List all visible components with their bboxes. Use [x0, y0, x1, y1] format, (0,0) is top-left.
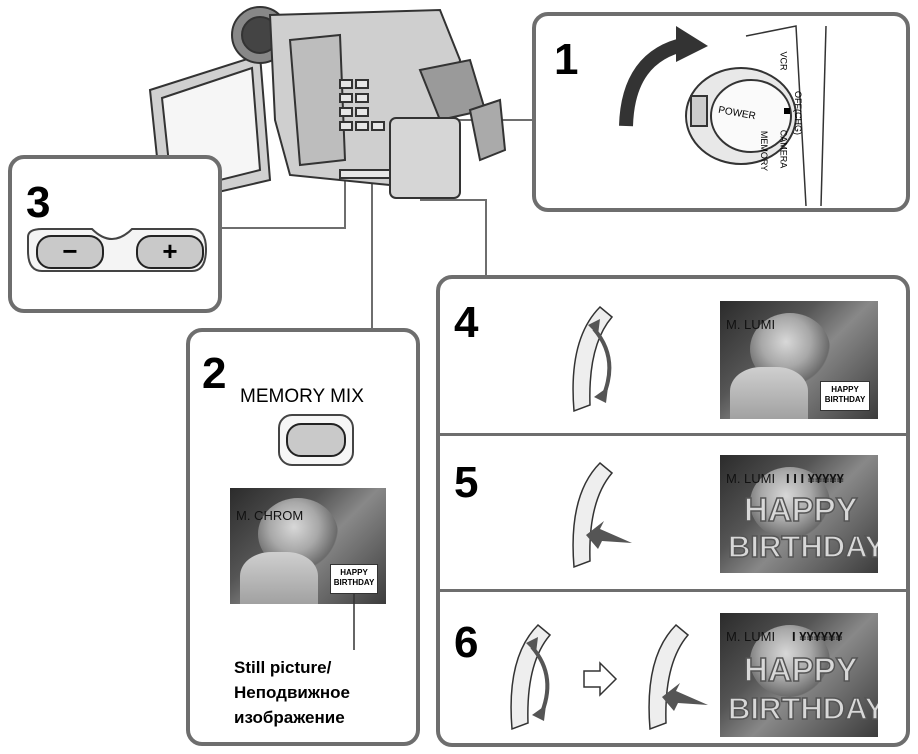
divider-5-6 — [440, 589, 906, 592]
dial-memory-label: MEMORY — [759, 130, 770, 172]
step6-number: 6 — [454, 618, 479, 667]
step5-dial-press-icon — [572, 461, 632, 569]
step5-osd-level: I I I ¥¥¥¥¥ — [786, 471, 844, 486]
step2-osd-mode: M. CHROM — [236, 508, 304, 523]
step4-card-line2: BIRTHDAY — [824, 395, 866, 404]
step5-face — [750, 467, 830, 539]
memory-mix-label: MEMORY MIX — [240, 386, 364, 407]
step1-panel: 1 POWER VCR OFF(CHG) CAMERA MEMORY — [532, 12, 910, 212]
dial-camera-label: CAMERA — [778, 129, 789, 169]
step4-card-line1: HAPPY — [831, 385, 859, 394]
memory-mix-button[interactable] — [286, 423, 346, 457]
step5-big-birthday: BIRTHDAY — [727, 528, 878, 565]
photo-dress — [240, 552, 318, 604]
step2-card: HAPPY BIRTHDAY — [330, 564, 378, 594]
caption-ru-line1: Неподвижное — [234, 683, 351, 702]
step4-number: 4 — [454, 298, 479, 347]
step2-card-line1: HAPPY — [340, 568, 368, 577]
step3-panel: 3 − + — [8, 155, 222, 313]
step5-number: 5 — [454, 458, 479, 507]
step2-number: 2 — [202, 349, 227, 398]
step3-number: 3 — [26, 178, 51, 227]
step6-big-birthday: BIRTHDAY — [727, 690, 878, 727]
step5-photo: M. LUMI I I I ¥¥¥¥¥ HAPPY BIRTHDAY — [720, 455, 878, 573]
dial-off-label: OFF(CHG) — [793, 91, 803, 135]
step4-dial-icon — [572, 305, 614, 413]
plus-button[interactable]: + — [136, 235, 204, 269]
plus-label: + — [162, 236, 178, 266]
minus-button[interactable]: − — [36, 235, 104, 269]
still-picture-photo: M. CHROM HAPPY BIRTHDAY — [230, 488, 386, 604]
memory-mix-button-housing — [278, 414, 354, 466]
step2-panel: 2 MEMORY MIX M. CHROM HAPPY BIRTHDAY Sti… — [186, 328, 420, 746]
power-dial-illustration — [619, 25, 827, 207]
step6-osd-level: I ¥¥¥¥¥¥ — [792, 629, 843, 644]
step2-card-line2: BIRTHDAY — [333, 578, 375, 587]
step4-dress — [730, 367, 808, 419]
step4-card: HAPPY BIRTHDAY — [820, 381, 870, 411]
step4-photo: M. LUMI HAPPY BIRTHDAY — [720, 301, 878, 419]
step6-dial-rotate-icon — [510, 623, 552, 731]
divider-4-5 — [440, 433, 906, 436]
dial-vcr-label: VCR — [778, 51, 789, 71]
minus-label: − — [62, 236, 78, 266]
still-picture-pointer — [353, 594, 355, 650]
step6-face — [750, 625, 830, 697]
caption-ru-line2: изображение — [234, 708, 345, 727]
step4-osd-mode: M. LUMI — [726, 317, 776, 332]
step6-photo: M. LUMI I ¥¥¥¥¥¥ HAPPY BIRTHDAY — [720, 613, 878, 737]
step6-next-arrow-icon — [583, 661, 618, 697]
caption-still-picture: Still picture/ — [234, 658, 332, 677]
steps-4-6-panel: 4 M. LUMI HAPPY BIRTHDAY 5 M. LUMI I I I… — [436, 275, 910, 747]
step6-big-happy: HAPPY — [743, 650, 858, 689]
step6-dial-press-icon — [648, 623, 708, 731]
plus-minus-button-housing — [27, 228, 208, 272]
step6-osd-mode: M. LUMI — [726, 629, 776, 644]
step5-osd-mode: M. LUMI — [726, 471, 776, 486]
step1-number: 1 — [554, 35, 579, 84]
step5-big-happy: HAPPY — [743, 490, 858, 529]
